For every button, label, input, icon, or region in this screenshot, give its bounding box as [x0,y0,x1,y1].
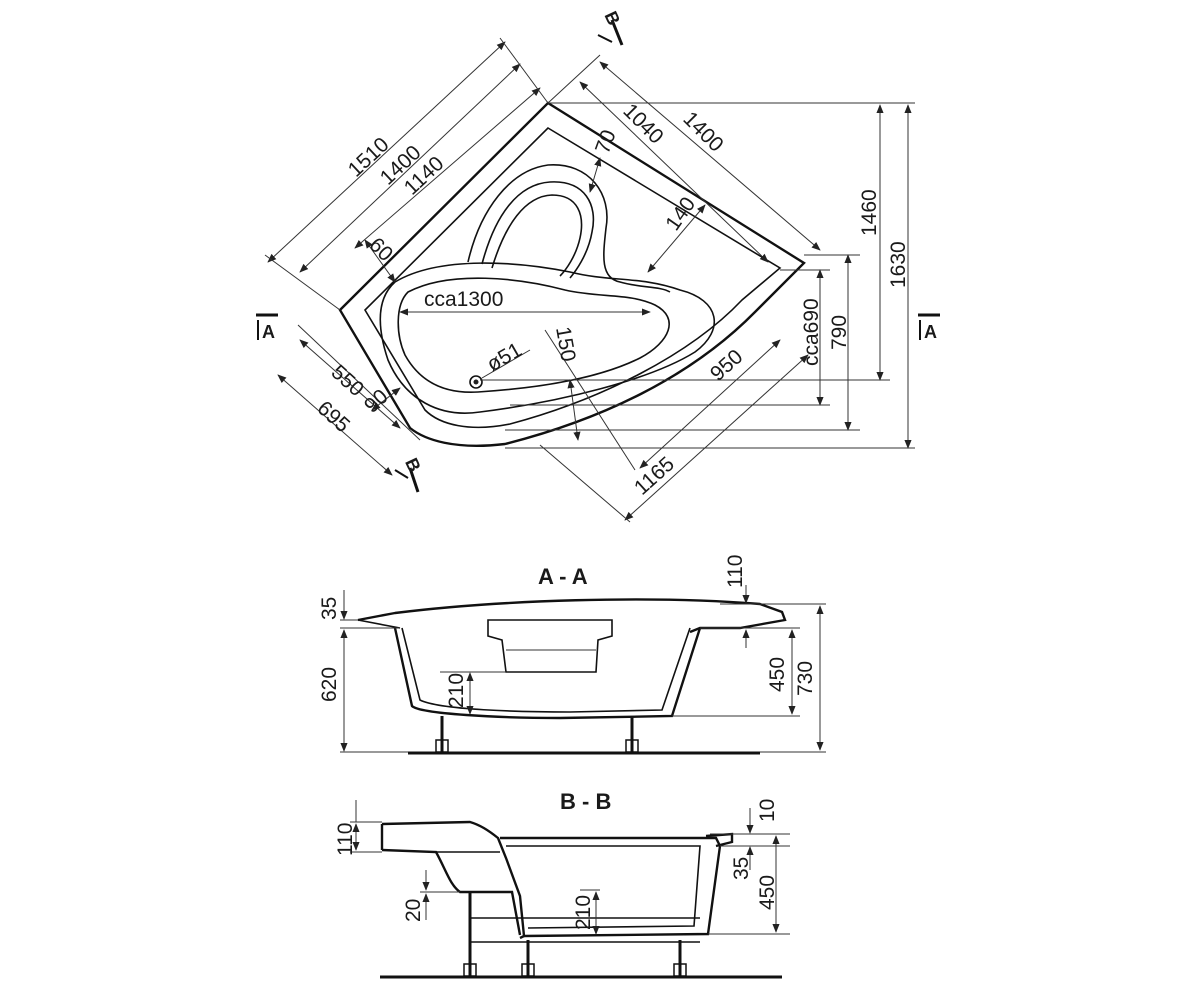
aa-label-620: 620 [318,667,341,702]
label-695: 695 [313,397,354,438]
dim-line-1140 [354,87,541,249]
bb-tub-inner [506,845,701,929]
dim-line-90 [371,387,401,411]
aa-foot-right-base [625,739,639,753]
leader-phi51 [481,349,531,379]
section-bb-title: B - B [560,789,611,814]
aa-label-450: 450 [766,657,789,692]
label-1630: 1630 [887,241,910,288]
label-1400b: 1400 [678,107,727,156]
aa-seat [487,619,613,673]
label-cca690: cca690 [800,298,823,366]
plan-view: A A B B 1510 1400 1140 1040 1400 70 140 … [256,8,940,523]
label-790: 790 [828,315,851,350]
aa-tub-body [393,627,702,720]
aa-rim-left-edge [357,619,401,629]
aa-tub-inner [401,627,691,713]
marker-b-bottom-label: B [401,455,425,475]
section-marker-b-top: B [597,8,624,46]
bb-seat-block [381,820,526,940]
dim-line-60 [364,239,396,283]
section-bb: B - B [334,789,790,979]
label-60: 60 [364,233,397,266]
ext-line-top-right [547,54,601,104]
bb-label-210: 210 [572,895,595,930]
ext-line-left [264,254,341,311]
bb-label-20: 20 [402,899,425,922]
label-150: 150 [551,325,580,364]
dim-line-1165 [624,354,809,521]
bb-foot-1-base [463,963,477,977]
section-aa-title: A - A [538,564,588,589]
bb-label-450: 450 [756,875,779,910]
bb-foot-3-base [673,963,687,977]
dim-line-695 [277,374,393,476]
bb-label-10: 10 [756,799,779,822]
aa-rim [357,598,787,634]
ext-line-bottom-center [544,329,636,471]
aa-label-730: 730 [794,661,817,696]
marker-a-right-label: A [924,322,937,342]
ext-line-top [499,37,549,104]
dim-line-150 [567,379,581,441]
bb-foot-2-base [521,963,535,977]
ext-line-bottom-right [539,444,631,523]
section-marker-a-right: A [918,313,940,342]
marker-b-top-label: B [600,8,624,28]
drain-circle [469,375,483,389]
label-1040: 1040 [618,99,667,148]
label-1165: 1165 [630,452,679,499]
marker-a-left-label: A [262,322,275,342]
bb-label-35: 35 [730,857,753,880]
dim-line-1040 [579,81,769,263]
section-aa: A - A 35 620 210 [318,555,826,755]
dim-line-70 [588,157,602,193]
label-cca1300: cca1300 [424,288,503,311]
aa-label-35: 35 [318,597,341,620]
bb-tub-body [500,836,722,938]
dim-line-950 [639,339,781,469]
drain-center [473,379,479,385]
label-1460: 1460 [858,189,881,236]
dim-line-140 [647,204,706,273]
bb-label-110: 110 [334,823,357,856]
aa-foot-left-base [435,739,449,753]
aa-label-210: 210 [445,673,468,708]
aa-label-110: 110 [724,555,747,588]
bb-rim-right [705,832,734,848]
section-marker-a-left: A [256,313,278,342]
label-phi51: ø51 [483,338,526,376]
section-marker-b-bottom: B [394,455,425,493]
